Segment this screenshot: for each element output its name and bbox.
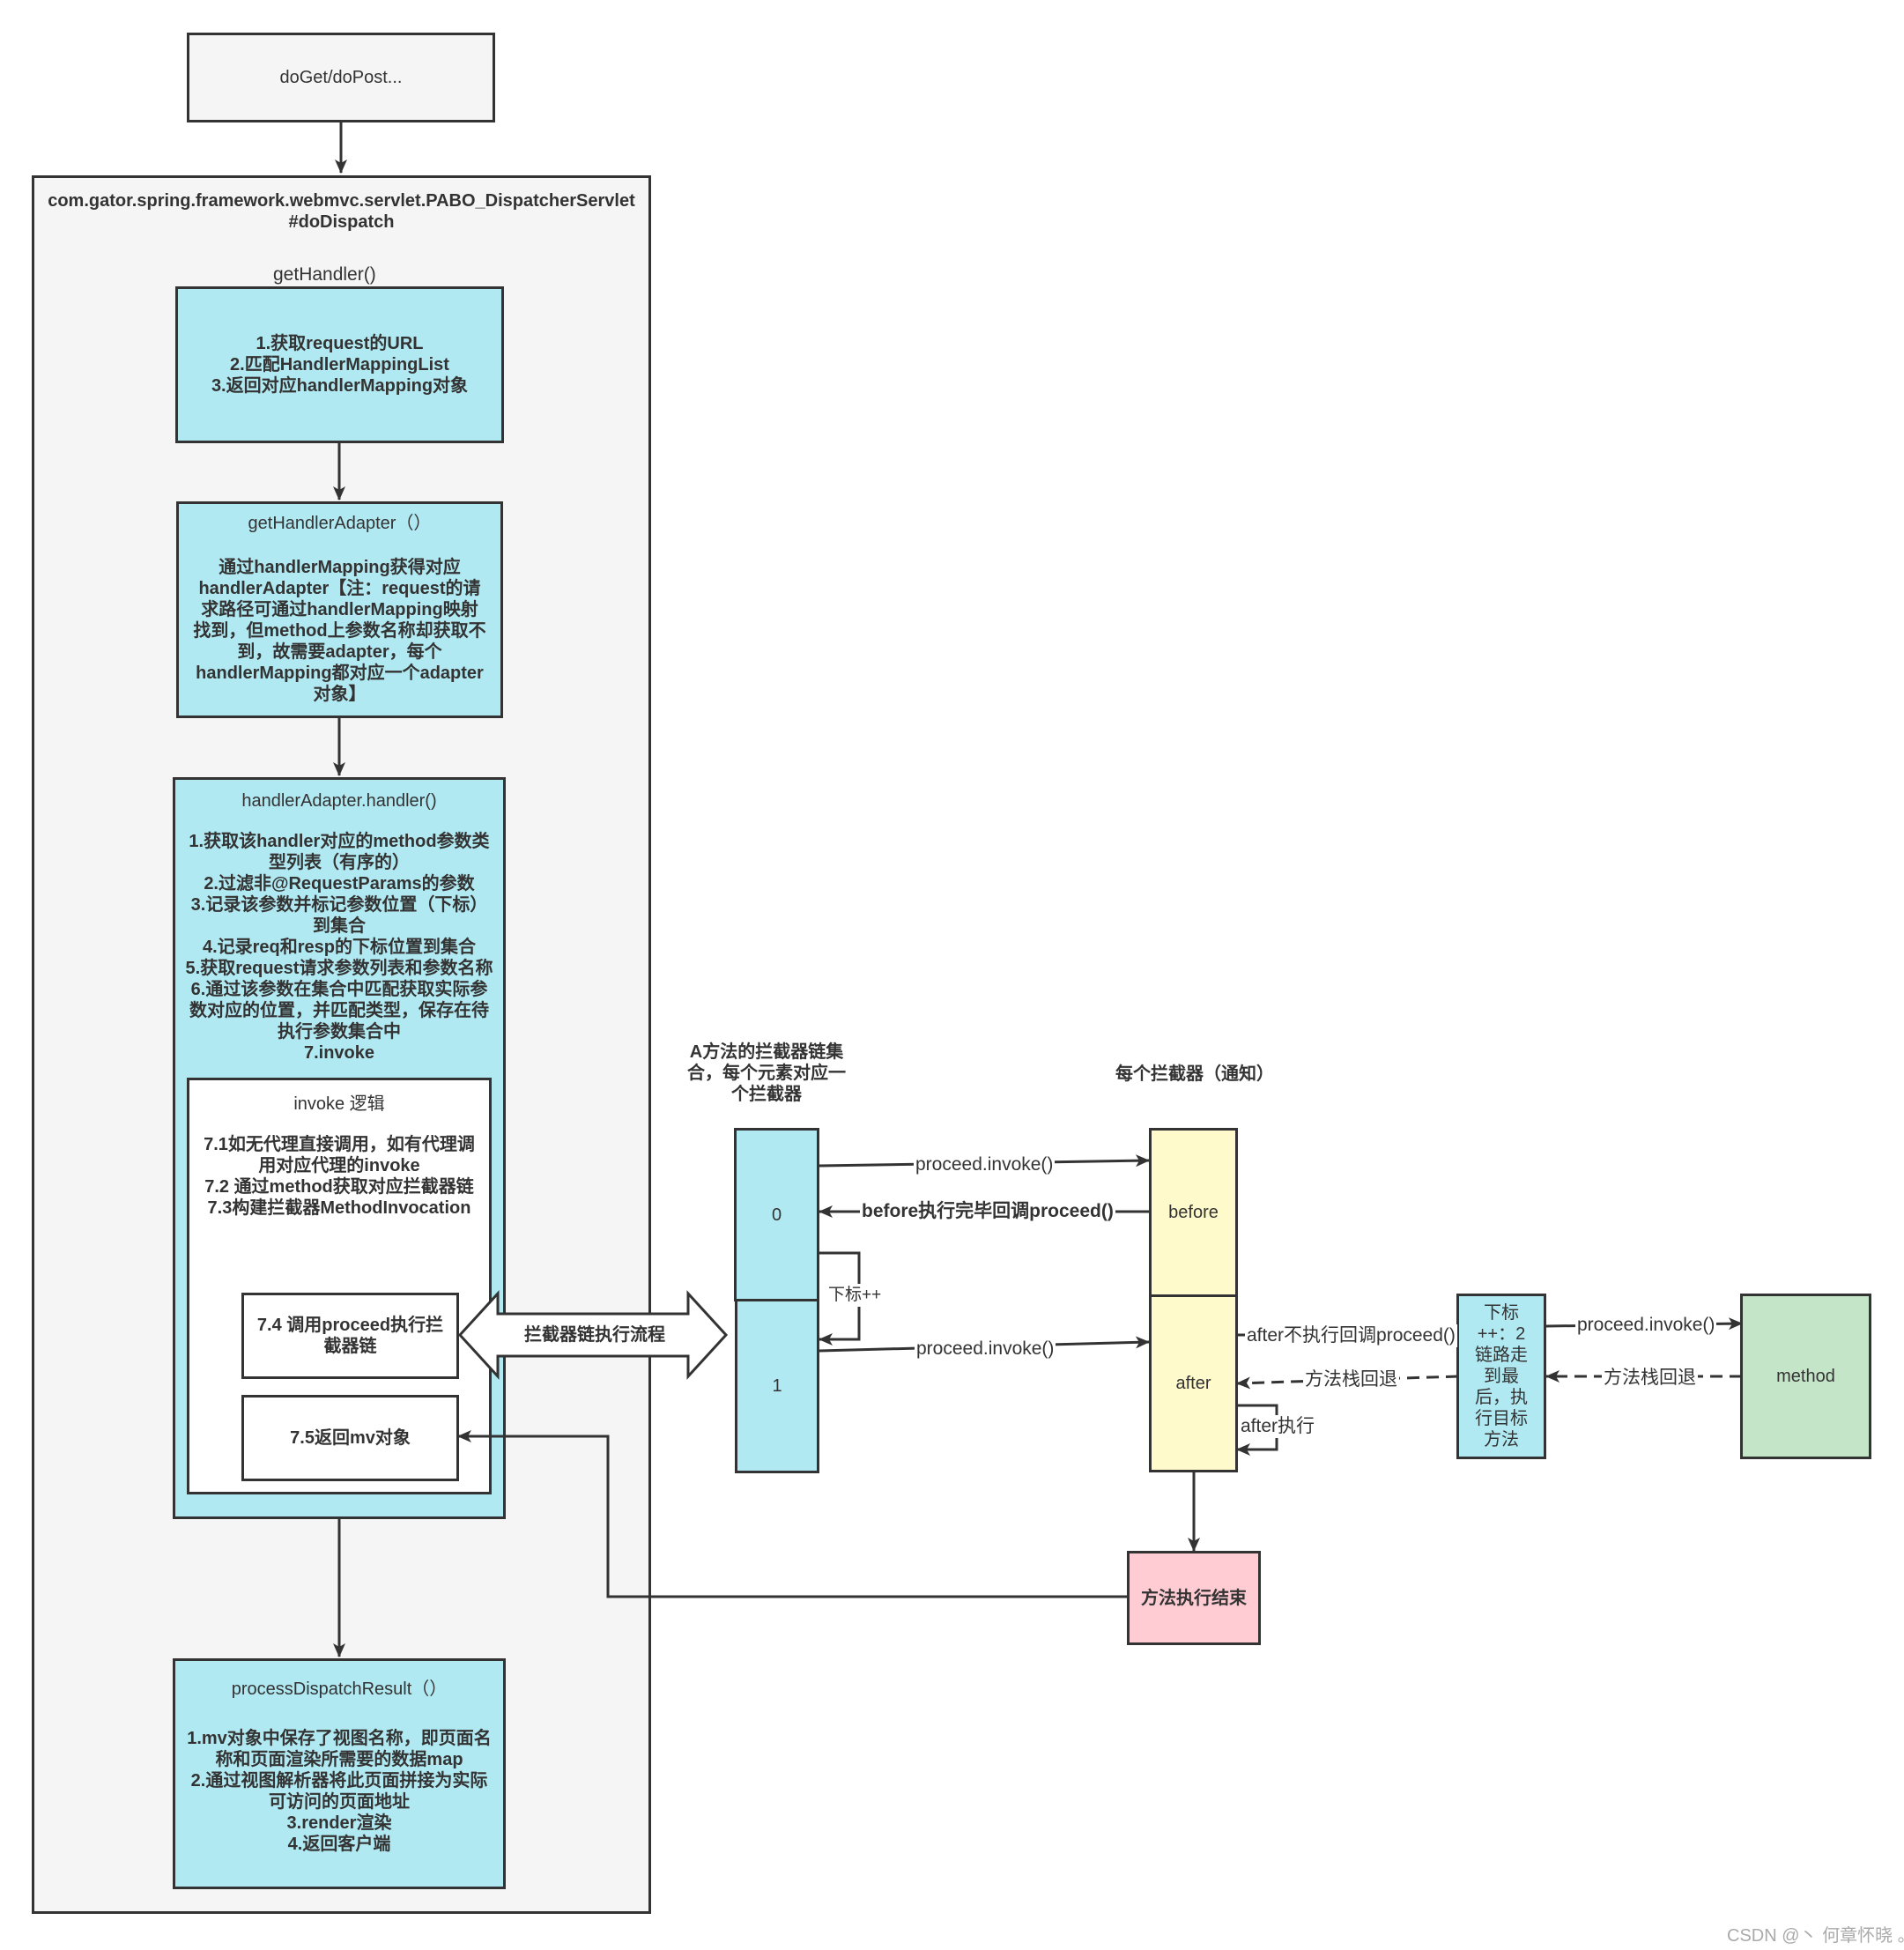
handler-step-line: 4.记录req和resp的下标位置到集合 <box>202 938 477 957</box>
last-index-box: 下标 ++：2 链路走 到最 后，执 行目标 方法 <box>1456 1294 1546 1459</box>
last-index-line: 行目标 <box>1475 1409 1528 1428</box>
label-after-exec: after执行 <box>1239 1415 1317 1438</box>
process-dispatch-line: 称和页面渲染所需要的数据map <box>215 1750 463 1769</box>
label-stack-back-1: 方法栈回退 <box>1303 1368 1399 1391</box>
handler-step-line: 执行参数集合中 <box>278 1022 401 1042</box>
chain-header: A方法的拦截器链集 合，每个元素对应一 个拦截器 <box>678 1042 855 1105</box>
get-handler-adapter-box: getHandlerAdapter（） 通过handlerMapping获得对应… <box>176 501 503 718</box>
get-handler-adapter-line: 对象】 <box>313 685 367 704</box>
servlet-title-line2: #doDispatch <box>288 212 395 232</box>
handler-step-line: 2.过滤非@RequestParams的参数 <box>204 874 475 893</box>
chain-header-line: 合，每个元素对应一 <box>687 1064 846 1083</box>
dopost-box: doGet/doPost... <box>187 33 495 122</box>
watermark: CSDN @丶 何章怀晓 。 <box>1727 1926 1904 1946</box>
get-handler-adapter-title: getHandlerAdapter（） <box>248 514 432 533</box>
label-index-increment: 下标++ <box>826 1284 884 1307</box>
label-before-callback: before执行完毕回调proceed() <box>860 1200 1115 1223</box>
chain-header-line: 个拦截器 <box>731 1085 802 1104</box>
process-dispatch-box: processDispatchResult（） 1.mv对象中保存了视图名称，即… <box>173 1658 506 1889</box>
get-handler-adapter-line: 通过handlerMapping获得对应 <box>219 558 461 577</box>
get-handler-adapter-line: 求路径可通过handlerMapping映射 <box>201 600 478 619</box>
last-index-line: ++：2 <box>1477 1324 1526 1344</box>
chain-cell-0: 0 <box>734 1128 819 1301</box>
invoke-logic-line: 7.2 通过method获取对应拦截器链 <box>204 1177 474 1197</box>
process-dispatch-line: 可访问的页面地址 <box>269 1792 410 1812</box>
interceptor-header: 每个拦截器（通知） <box>1115 1064 1274 1084</box>
process-dispatch-line: 4.返回客户端 <box>287 1835 391 1854</box>
get-handler-line: 1.获取request的URL <box>256 334 424 353</box>
label-after-no-exec: after不执行回调proceed() <box>1245 1324 1457 1347</box>
last-index-line: 下标 <box>1484 1303 1519 1323</box>
label-stack-back-2: 方法栈回退 <box>1602 1367 1698 1390</box>
get-handler-adapter-line: handlerAdapter【注：request的请 <box>198 579 481 598</box>
last-index-line: 方法 <box>1484 1430 1519 1450</box>
invoke-logic-line: 7.1如无代理直接调用，如有代理调 <box>204 1135 475 1154</box>
step-7-5-label: 7.5返回mv对象 <box>290 1428 411 1448</box>
handler-step-line: 5.获取request请求参数列表和参数名称 <box>185 959 493 978</box>
get-handler-adapter-line: handlerMapping都对应一个adapter <box>196 664 484 683</box>
big-arrow-label: 拦截器链执行流程 <box>524 1325 665 1345</box>
get-handler-box: 1.获取request的URL 2.匹配HandlerMappingList 3… <box>175 286 504 443</box>
interceptor-after: after <box>1149 1294 1238 1472</box>
process-dispatch-line: 3.render渲染 <box>286 1813 392 1833</box>
label-proceed-invoke-0: proceed.invoke() <box>914 1153 1056 1176</box>
dopost-label: doGet/doPost... <box>279 68 403 87</box>
step-7-4-line: 7.4 调用proceed执行拦 <box>256 1316 444 1335</box>
chain-header-line: A方法的拦截器链集 <box>689 1042 844 1062</box>
process-dispatch-line: 2.通过视图解析器将此页面拼接为实际 <box>190 1771 488 1791</box>
chain-cell-1-label: 1 <box>772 1376 782 1396</box>
step-7-4-line: 截器链 <box>323 1337 377 1356</box>
handler-step-line: 3.记录该参数并标记参数位置（下标） <box>190 895 488 915</box>
get-handler-line: 2.匹配HandlerMappingList <box>230 355 449 374</box>
chain-cell-0-label: 0 <box>771 1205 782 1225</box>
last-index-line: 后，执 <box>1475 1388 1528 1407</box>
invoke-logic-line: 用对应代理的invoke <box>258 1156 420 1175</box>
handler-step-line: 数对应的位置，并匹配类型，保存在待 <box>189 1001 489 1020</box>
interceptor-after-label: after <box>1175 1374 1211 1393</box>
method-box: method <box>1740 1294 1871 1459</box>
handler-adapter-handler-title: handlerAdapter.handler() <box>241 791 437 811</box>
servlet-title-line1: com.gator.spring.framework.webmvc.servle… <box>48 191 635 211</box>
get-handler-line: 3.返回对应handlerMapping对象 <box>211 376 469 396</box>
process-dispatch-line: 1.mv对象中保存了视图名称，即页面名 <box>187 1729 492 1748</box>
handler-step-line: 1.获取该handler对应的method参数类 <box>189 832 490 851</box>
interceptor-before-label: before <box>1168 1203 1219 1222</box>
last-index-line: 到最 <box>1484 1367 1519 1386</box>
get-handler-label: getHandler() <box>273 264 376 285</box>
handler-step-line: 到集合 <box>313 916 366 936</box>
method-end-box: 方法执行结束 <box>1127 1551 1261 1645</box>
invoke-logic-title: invoke 逻辑 <box>293 1094 385 1114</box>
chain-cell-1: 1 <box>735 1299 819 1473</box>
step-7-4-box: 7.4 调用proceed执行拦 截器链 <box>241 1293 459 1379</box>
handler-step-line: 7.invoke <box>303 1043 375 1063</box>
invoke-logic-line: 7.3构建拦截器MethodInvocation <box>207 1198 471 1218</box>
handler-step-line: 型列表（有序的） <box>269 853 410 872</box>
label-proceed-invoke-1: proceed.invoke() <box>915 1338 1056 1361</box>
label-proceed-invoke-2: proceed.invoke() <box>1575 1314 1717 1337</box>
get-handler-adapter-line: 找到，但method上参数名称却获取不 <box>193 621 486 641</box>
process-dispatch-title: processDispatchResult（） <box>231 1679 448 1699</box>
get-handler-adapter-line: 到，故需要adapter，每个 <box>237 642 442 662</box>
interceptor-before: before <box>1149 1128 1238 1297</box>
method-label: method <box>1776 1367 1835 1386</box>
step-7-5-box: 7.5返回mv对象 <box>241 1395 459 1481</box>
handler-step-line: 6.通过该参数在集合中匹配获取实际参 <box>190 980 488 999</box>
method-end-label: 方法执行结束 <box>1141 1588 1247 1608</box>
last-index-line: 链路走 <box>1475 1346 1528 1365</box>
